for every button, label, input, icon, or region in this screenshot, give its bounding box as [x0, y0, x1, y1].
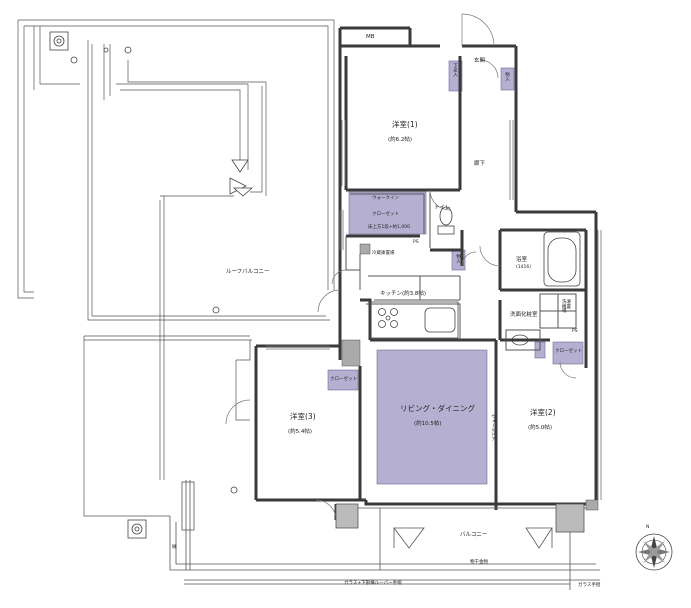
- walls: [254, 26, 598, 520]
- bottom-railing-note: ガラス+下部横ルーバー手摺: [344, 581, 402, 586]
- kitchen-label: キッチン(約3.8帖): [380, 291, 427, 297]
- balcony-label: バルコニー: [460, 532, 488, 538]
- bedroom3-name: 洋室(3): [290, 412, 316, 421]
- drain-icons: [49, 31, 238, 539]
- ps-label-toilet: PS: [413, 240, 419, 245]
- roof-balcony-label: ルーフバルコニー: [226, 269, 270, 275]
- shoe-cabinet-label: 下足入: [452, 63, 458, 77]
- walkin-label-2: クローゼット: [372, 212, 399, 217]
- compass-north-label: N: [646, 525, 650, 530]
- column-blocks: [341, 243, 599, 511]
- highlight-zones: [327, 60, 584, 485]
- washbasin: [511, 334, 529, 346]
- walkin-label-1: ウォークイン: [372, 196, 399, 201]
- closet-left-area: [327, 369, 359, 391]
- roof-balcony-lines: [17, 19, 335, 517]
- compass-icon: [635, 533, 673, 571]
- kitchen-appliances: [369, 301, 459, 339]
- mb-label: MB: [366, 34, 375, 40]
- bathtub: [543, 231, 581, 287]
- bedroom1-name: 洋室(1): [392, 120, 418, 129]
- flow-arrows: [229, 159, 254, 197]
- wall-door-label: ウォールドア: [490, 414, 496, 441]
- walkin-closet-area: [348, 191, 427, 235]
- bedroom3-size: (約5.4帖): [288, 429, 313, 435]
- interior-lines: [345, 190, 577, 351]
- hallway-label: 廊下: [474, 161, 486, 167]
- closet-right-area: [552, 341, 584, 365]
- toilet-fixture: [437, 206, 455, 235]
- living-dining-area: [376, 349, 488, 485]
- storage-label-entrance: 物入: [504, 72, 510, 81]
- windows: [266, 120, 602, 500]
- living-name: リビング・ダイニング: [400, 404, 475, 413]
- toilet-label: トイレ: [434, 205, 451, 211]
- bathroom-name: 浴室: [516, 257, 528, 263]
- ps-label-washroom: PS: [572, 329, 578, 334]
- laundry-hardware-label: 物干金物: [470, 560, 488, 565]
- closet-right-label: クローゼット: [555, 349, 582, 354]
- bedroom1-size: (約6.2帖): [388, 137, 413, 143]
- bathroom-size: (1416): [516, 265, 531, 270]
- fridge-label: 冷蔵庫置場: [372, 251, 395, 256]
- bedroom2-name: 洋室(2): [530, 408, 556, 417]
- entrance-label: 玄関: [474, 58, 486, 64]
- storage-area-entrance: [500, 67, 515, 91]
- storage-label-toilet: 物入: [455, 254, 461, 263]
- glass-railing-label: ガラス手摺: [578, 583, 601, 588]
- gutter-label: 樋: [172, 545, 177, 550]
- balcony-lines: [169, 480, 600, 590]
- closet-left-label: クローゼット: [330, 377, 357, 382]
- walkin-note: 床上方1段+約1,000: [368, 225, 411, 230]
- living-size: (約10.5帖): [414, 421, 442, 427]
- door-swings: [225, 13, 577, 521]
- washroom-label: 洗面化粧室: [510, 312, 538, 318]
- washer-label: 洗濯機置場: [562, 300, 571, 314]
- bedroom2-size: (約5.0帖): [528, 425, 553, 431]
